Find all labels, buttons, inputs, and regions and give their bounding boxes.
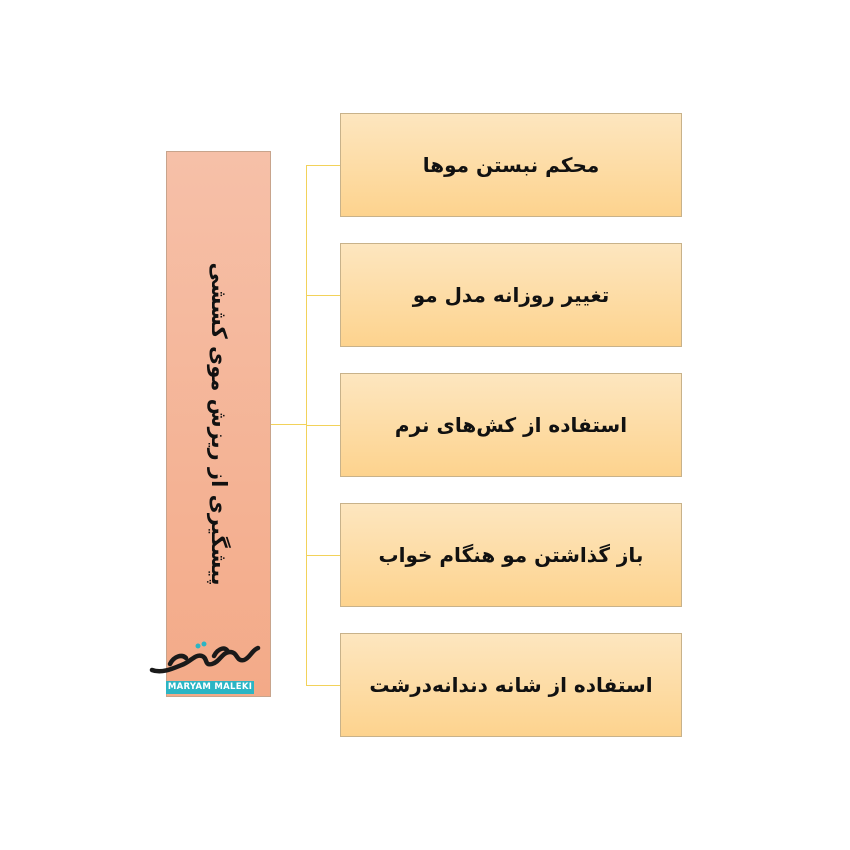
root-connector [271,424,307,425]
branch-box: تغییر روزانه مدل مو [340,243,682,347]
branch-label: استفاده از شانه دندانه‌درشت [369,673,653,697]
branch-connector [306,685,340,686]
branch-box: باز گذاشتن مو هنگام خواب [340,503,682,607]
root-title: پیشگیری از ریزش موی کششی [206,262,231,586]
watermark-logo [149,641,261,674]
branch-box: استفاده از شانه دندانه‌درشت [340,633,682,737]
branch-connector [306,165,340,166]
branch-label: تغییر روزانه مدل مو [412,283,610,307]
branch-box: محکم نبستن موها [340,113,682,217]
branch-label: باز گذاشتن مو هنگام خواب [378,543,644,567]
branch-connector [306,425,340,426]
watermark-caption: MARYAM MALEKI [166,681,254,694]
branch-label: محکم نبستن موها [422,153,600,177]
branch-connector [306,295,340,296]
root-box: پیشگیری از ریزش موی کششی [166,151,271,697]
branch-label: استفاده از کش‌های نرم [394,413,628,437]
branch-box: استفاده از کش‌های نرم [340,373,682,477]
branch-connector [306,555,340,556]
